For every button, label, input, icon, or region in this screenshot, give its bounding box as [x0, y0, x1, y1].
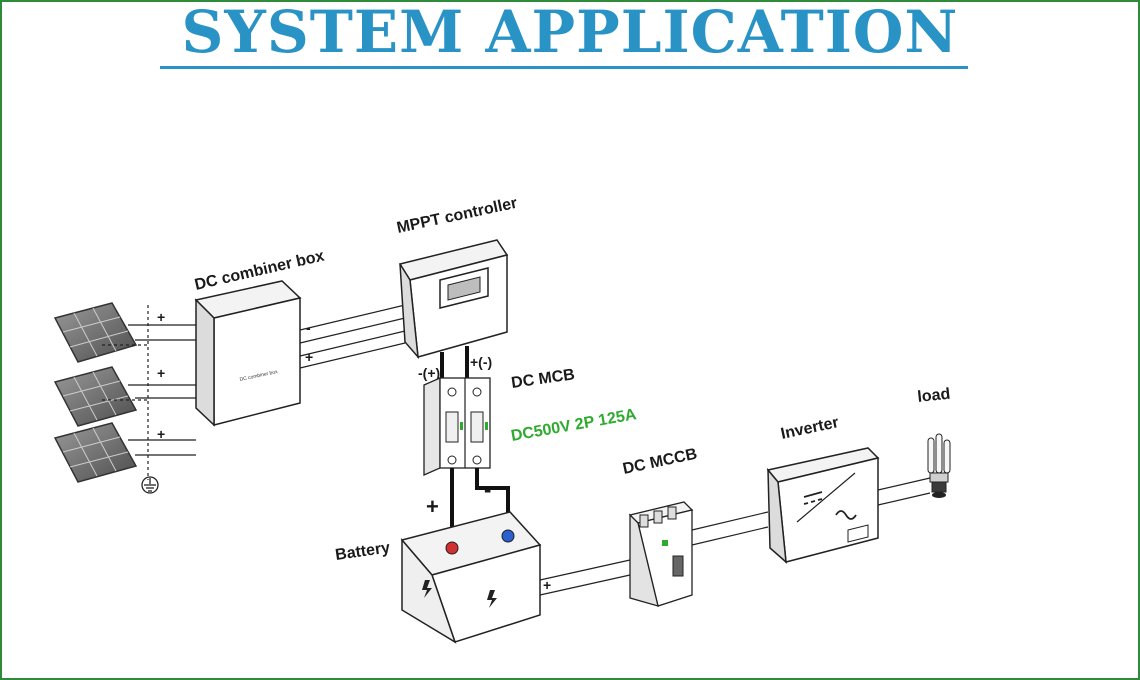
combiner-mppt-wiring — [299, 304, 406, 369]
battery-minus-sign: - — [484, 477, 491, 502]
dc-mcb — [423, 377, 491, 476]
mccb-label: DC MCCB — [621, 446, 698, 478]
lamp-icon — [927, 433, 951, 498]
dc-mccb — [628, 501, 694, 607]
mcb-pos-terminal-label: +(-) — [470, 354, 492, 370]
dc-combiner-box: DC combiner box — [194, 280, 302, 427]
battery-label: Battery — [334, 539, 391, 564]
panel-bottom-plus-sign: + — [157, 426, 165, 442]
mcb-spec-label: DC500V 2P 125A — [510, 406, 638, 445]
combiner-minus-sign: - — [306, 320, 311, 336]
panel-middle-plus-sign: + — [157, 365, 165, 381]
mppt-mcb-wiring — [440, 346, 469, 382]
mccb-inverter-wiring — [691, 511, 769, 546]
mcb-label: DC MCB — [510, 366, 576, 392]
battery-plus-sign: + — [426, 494, 439, 519]
mppt-controller — [398, 239, 509, 360]
mcb-neg-terminal-label: -(+) — [418, 365, 440, 381]
panel-top-plus-sign: + — [157, 309, 165, 325]
page-title: SYSTEM APPLICATION — [181, 0, 959, 66]
battery — [400, 511, 542, 644]
ground-icon — [141, 476, 159, 494]
inverter-load-wiring — [877, 477, 931, 506]
combiner-plus-sign: + — [305, 349, 313, 365]
solar-panel-top — [53, 302, 138, 363]
panel-wiring — [102, 305, 196, 480]
load-label: load — [917, 386, 951, 406]
inverter — [766, 447, 880, 564]
mppt-controller-label: MPPT controller — [395, 195, 519, 237]
battery-mccb-wiring — [539, 559, 631, 596]
title-underline — [160, 66, 968, 69]
inverter-label: Inverter — [779, 414, 840, 443]
battery-output-plus-sign: + — [543, 577, 551, 593]
solar-panel-middle — [53, 366, 138, 427]
solar-panel-bottom — [53, 422, 138, 483]
